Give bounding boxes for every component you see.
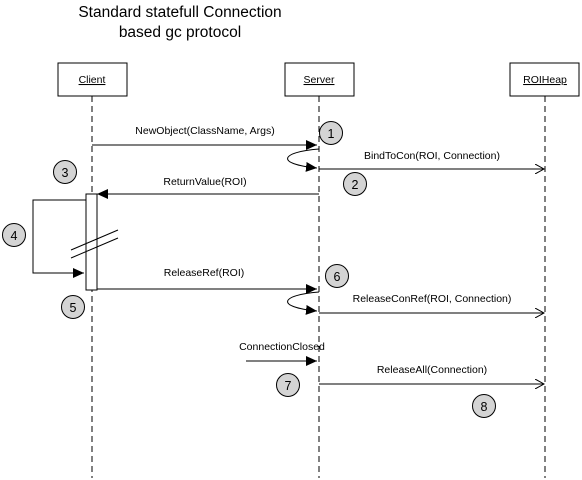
step-marker-5: 5	[61, 295, 85, 319]
svg-text:6: 6	[334, 270, 341, 284]
time-break-mark-2	[70, 237, 119, 259]
svg-text:1: 1	[328, 127, 335, 141]
step-marker-7: 7	[276, 373, 300, 397]
server-self-call-1	[287, 148, 320, 172]
client-activation-bar	[85, 193, 98, 291]
object-client-label: Client	[79, 74, 106, 86]
svg-text:3: 3	[62, 166, 69, 180]
step-marker-1: 1	[319, 121, 343, 145]
object-roiheap-label: ROIHeap	[523, 74, 567, 86]
svg-text:2: 2	[352, 178, 359, 192]
diagram-title-line-2: based gc protocol	[119, 24, 241, 41]
svg-text:4: 4	[11, 229, 18, 243]
message-connection-closed-label: ConnectionClosed	[239, 341, 325, 353]
svg-text:7: 7	[285, 379, 292, 393]
object-client: Client	[57, 62, 128, 97]
step-marker-2: 2	[343, 172, 367, 196]
step-marker-6: 6	[325, 264, 349, 288]
object-server: Server	[284, 62, 355, 97]
object-server-label: Server	[304, 74, 335, 86]
server-self-call-2	[287, 291, 320, 315]
time-break-mark-1	[70, 229, 119, 251]
svg-text:8: 8	[481, 400, 488, 414]
client-wait-loop	[32, 199, 86, 278]
svg-text:5: 5	[70, 301, 77, 315]
step-marker-4: 4	[2, 223, 26, 247]
step-marker-3: 3	[53, 160, 77, 184]
message-release-con-ref-label: ReleaseConRef(ROI, Connection)	[353, 293, 512, 305]
message-release-ref-label: ReleaseRef(ROI)	[164, 267, 245, 279]
step-marker-8: 8	[472, 394, 496, 418]
message-new-object-label: NewObject(ClassName, Args)	[135, 125, 274, 137]
message-release-all-label: ReleaseAll(Connection)	[377, 364, 487, 376]
message-bind-to-con-label: BindToCon(ROI, Connection)	[364, 150, 500, 162]
diagram-title-line-1: Standard statefull Connection	[78, 4, 281, 21]
message-return-value-label: ReturnValue(ROI)	[163, 176, 246, 188]
object-roiheap: ROIHeap	[509, 62, 580, 97]
